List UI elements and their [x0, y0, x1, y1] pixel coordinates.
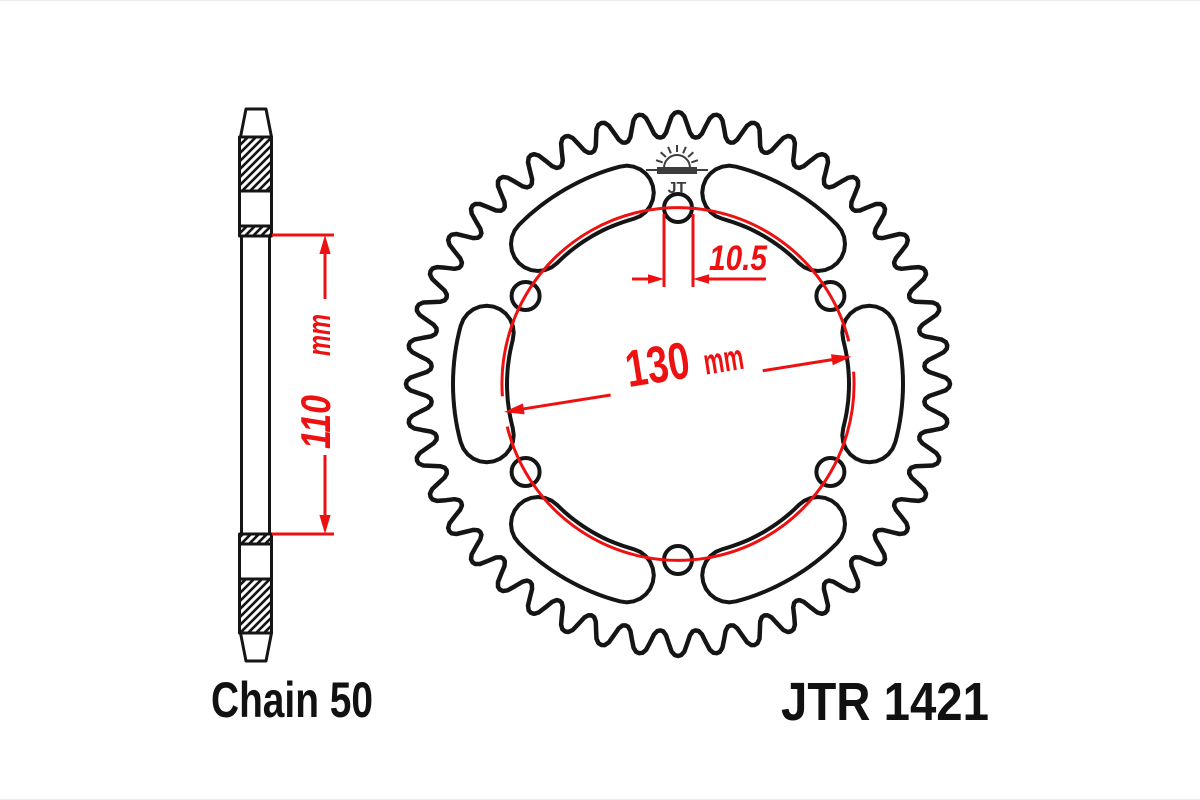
- dimension-130: 130 mm: [504, 332, 852, 415]
- dim-130-arrow-right: [830, 354, 852, 366]
- dimension-110: 110 mm: [272, 233, 339, 536]
- dim-130-unit: mm: [700, 336, 746, 383]
- slot: [508, 163, 656, 274]
- slot: [450, 303, 516, 465]
- slot: [508, 494, 656, 605]
- bcd-arc-top: [500, 206, 851, 397]
- dim-110-arrow-bottom: [319, 515, 331, 534]
- logo-base-bar: [657, 167, 697, 174]
- bcd-circle: [500, 206, 856, 562]
- dim-130-line-left: [520, 393, 611, 411]
- side-hatch-block-top: [238, 135, 273, 193]
- jt-sun-logo-icon: JT: [646, 145, 708, 197]
- side-view: [238, 107, 273, 663]
- dim-110-arrow-top: [319, 235, 331, 254]
- dim-105-arrow-right: [693, 274, 709, 284]
- dim-110-unit: mm: [301, 314, 337, 356]
- logo-ray: [687, 151, 694, 158]
- logo-ray: [690, 159, 699, 164]
- dim-130-arrow-left: [504, 403, 525, 415]
- bcd-arc-bottom: [505, 371, 856, 562]
- dim-110-value: 110: [292, 395, 339, 449]
- dim-105-arrow-left: [648, 274, 664, 284]
- dim-105-value: 10.5: [709, 239, 767, 278]
- side-plain-bottom: [238, 542, 273, 581]
- side-hatch-block-bottom: [238, 577, 273, 635]
- dim-130-value: 130: [621, 332, 693, 399]
- logo-sun-rays: [655, 145, 699, 164]
- logo-ray: [660, 151, 667, 158]
- chain-label: Chain 50: [211, 672, 373, 728]
- slot: [840, 303, 906, 465]
- dim-130-line-right: [762, 357, 835, 373]
- slot: [700, 494, 848, 605]
- side-tooth-tip-top: [239, 107, 273, 139]
- logo-ray: [655, 159, 664, 164]
- logo-ray: [682, 146, 687, 154]
- logo-text: JT: [668, 180, 687, 197]
- side-tooth-tip-bottom: [239, 631, 273, 663]
- front-view: [403, 109, 953, 659]
- logo-ray: [667, 146, 672, 154]
- side-plate: [240, 234, 271, 536]
- part-number-label: JTR 1421: [781, 672, 989, 732]
- dimension-10-5: 10.5: [632, 214, 767, 287]
- side-plain-top: [238, 189, 273, 228]
- logo-sun-dome: [663, 154, 691, 169]
- lightening-slots: [450, 163, 906, 605]
- slot: [700, 163, 848, 274]
